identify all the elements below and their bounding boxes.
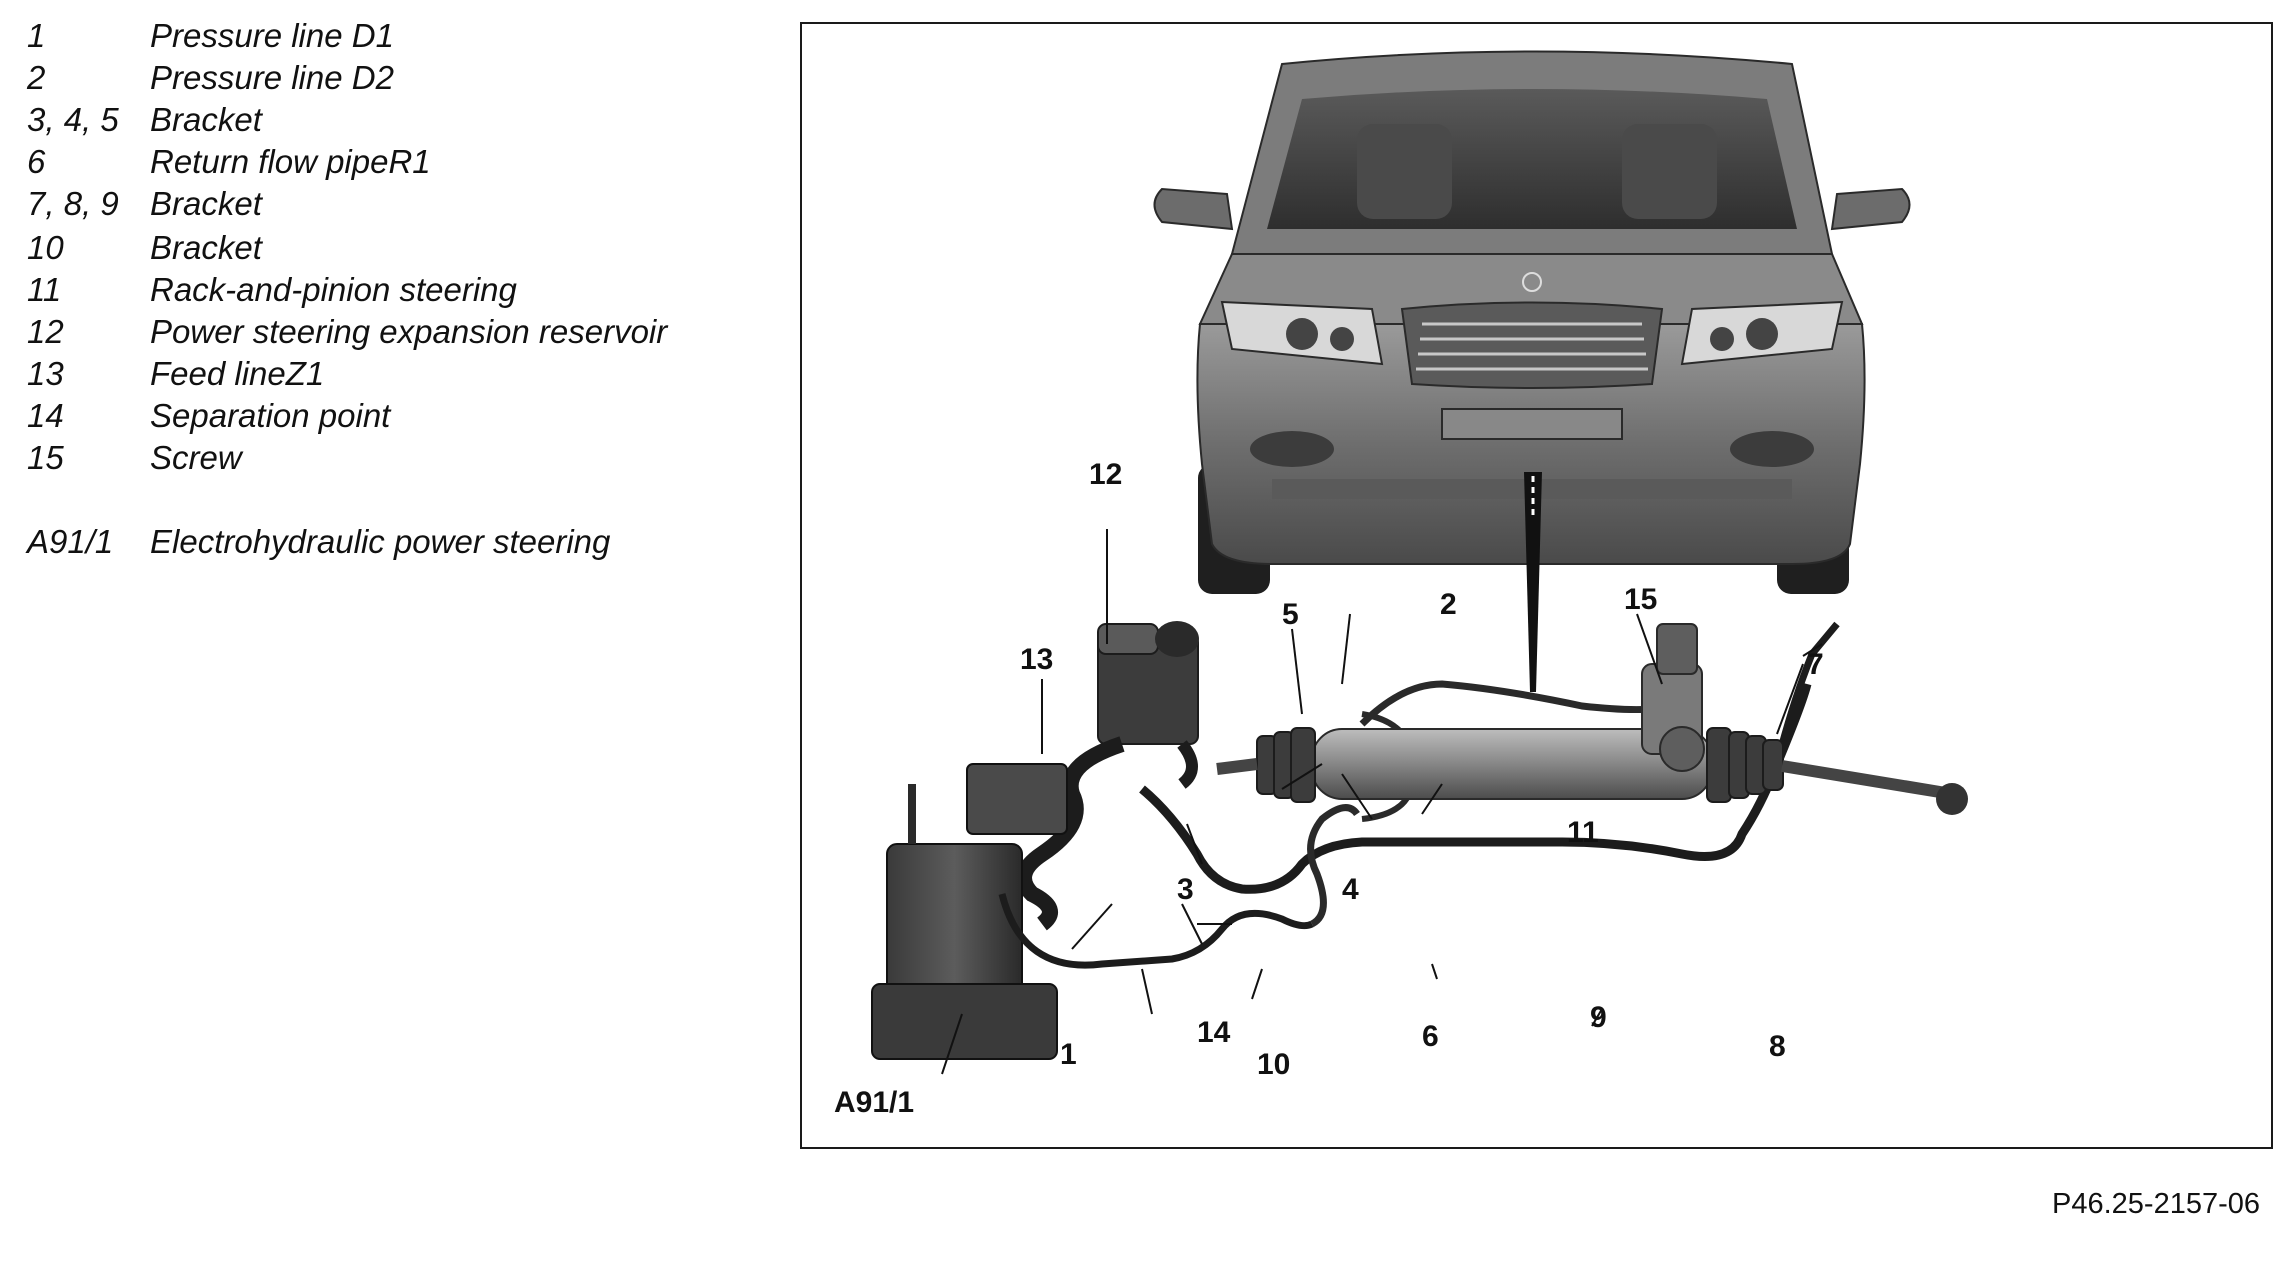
callout-11: 11 xyxy=(1567,816,1599,849)
legend-description: Bracket xyxy=(150,185,262,222)
callout-14: 14 xyxy=(1197,1016,1231,1049)
legend-description: Power steering expansion reservoir xyxy=(150,313,668,350)
callout-4: 4 xyxy=(1342,873,1359,906)
callout-3: 3 xyxy=(1177,873,1194,906)
callout-5: 5 xyxy=(1282,598,1299,631)
callout-10: 10 xyxy=(1257,1048,1290,1081)
callout-6: 6 xyxy=(1422,1020,1439,1053)
legend-number: 13 xyxy=(27,355,64,392)
figure-id: P46.25-2157-06 xyxy=(2052,1188,2260,1220)
callout-7: 7 xyxy=(1807,648,1824,681)
legend-description: Return flow pipeR1 xyxy=(150,143,431,180)
legend-description: Pressure line D2 xyxy=(150,59,394,96)
legend-number: 1 xyxy=(27,17,46,54)
callout-a91-1: A91/1 xyxy=(834,1086,914,1119)
callout-15: 15 xyxy=(1624,583,1657,616)
legend-description: Feed lineZ1 xyxy=(150,355,325,392)
diagram-illustration: 12 13 5 2 15 7 11 3 4 14 1 10 6 9 8 A91/… xyxy=(834,50,1968,1119)
legend-description: Bracket xyxy=(150,229,262,266)
legend-description: Pressure line D1 xyxy=(150,17,394,54)
callout-8: 8 xyxy=(1769,1030,1786,1063)
legend-number: 2 xyxy=(27,59,46,96)
legend-number: 7, 8, 9 xyxy=(27,185,119,222)
legend-number: 10 xyxy=(27,229,64,266)
legend-number: 6 xyxy=(27,143,46,180)
callout-2: 2 xyxy=(1440,588,1457,621)
legend-number: 15 xyxy=(27,439,64,476)
pointer-arrow xyxy=(1524,472,1542,692)
legend-number: 3, 4, 5 xyxy=(27,101,119,138)
legend-description: Electrohydraulic power steering xyxy=(150,523,611,560)
legend-number: 12 xyxy=(27,313,64,350)
leader-lines xyxy=(941,529,1823,1075)
callout-12: 12 xyxy=(1089,458,1122,491)
callout-1: 1 xyxy=(1060,1038,1077,1071)
diagram-figure: 12 13 5 2 15 7 11 3 4 14 1 10 6 9 8 A91/… xyxy=(800,22,2273,1149)
legend-number: 11 xyxy=(27,271,62,308)
legend-description: Bracket xyxy=(150,101,262,138)
legend-description: Rack-and-pinion steering xyxy=(150,271,517,308)
steering-assembly xyxy=(871,621,1968,1060)
callout-9: 9 xyxy=(1590,1001,1607,1034)
legend-description: Screw xyxy=(150,439,242,476)
car-front-view xyxy=(1153,50,1911,594)
legend-number: 14 xyxy=(27,397,64,434)
legend-number: A91/1 xyxy=(27,523,114,560)
legend-description: Separation point xyxy=(150,397,391,434)
callout-13: 13 xyxy=(1020,643,1053,676)
